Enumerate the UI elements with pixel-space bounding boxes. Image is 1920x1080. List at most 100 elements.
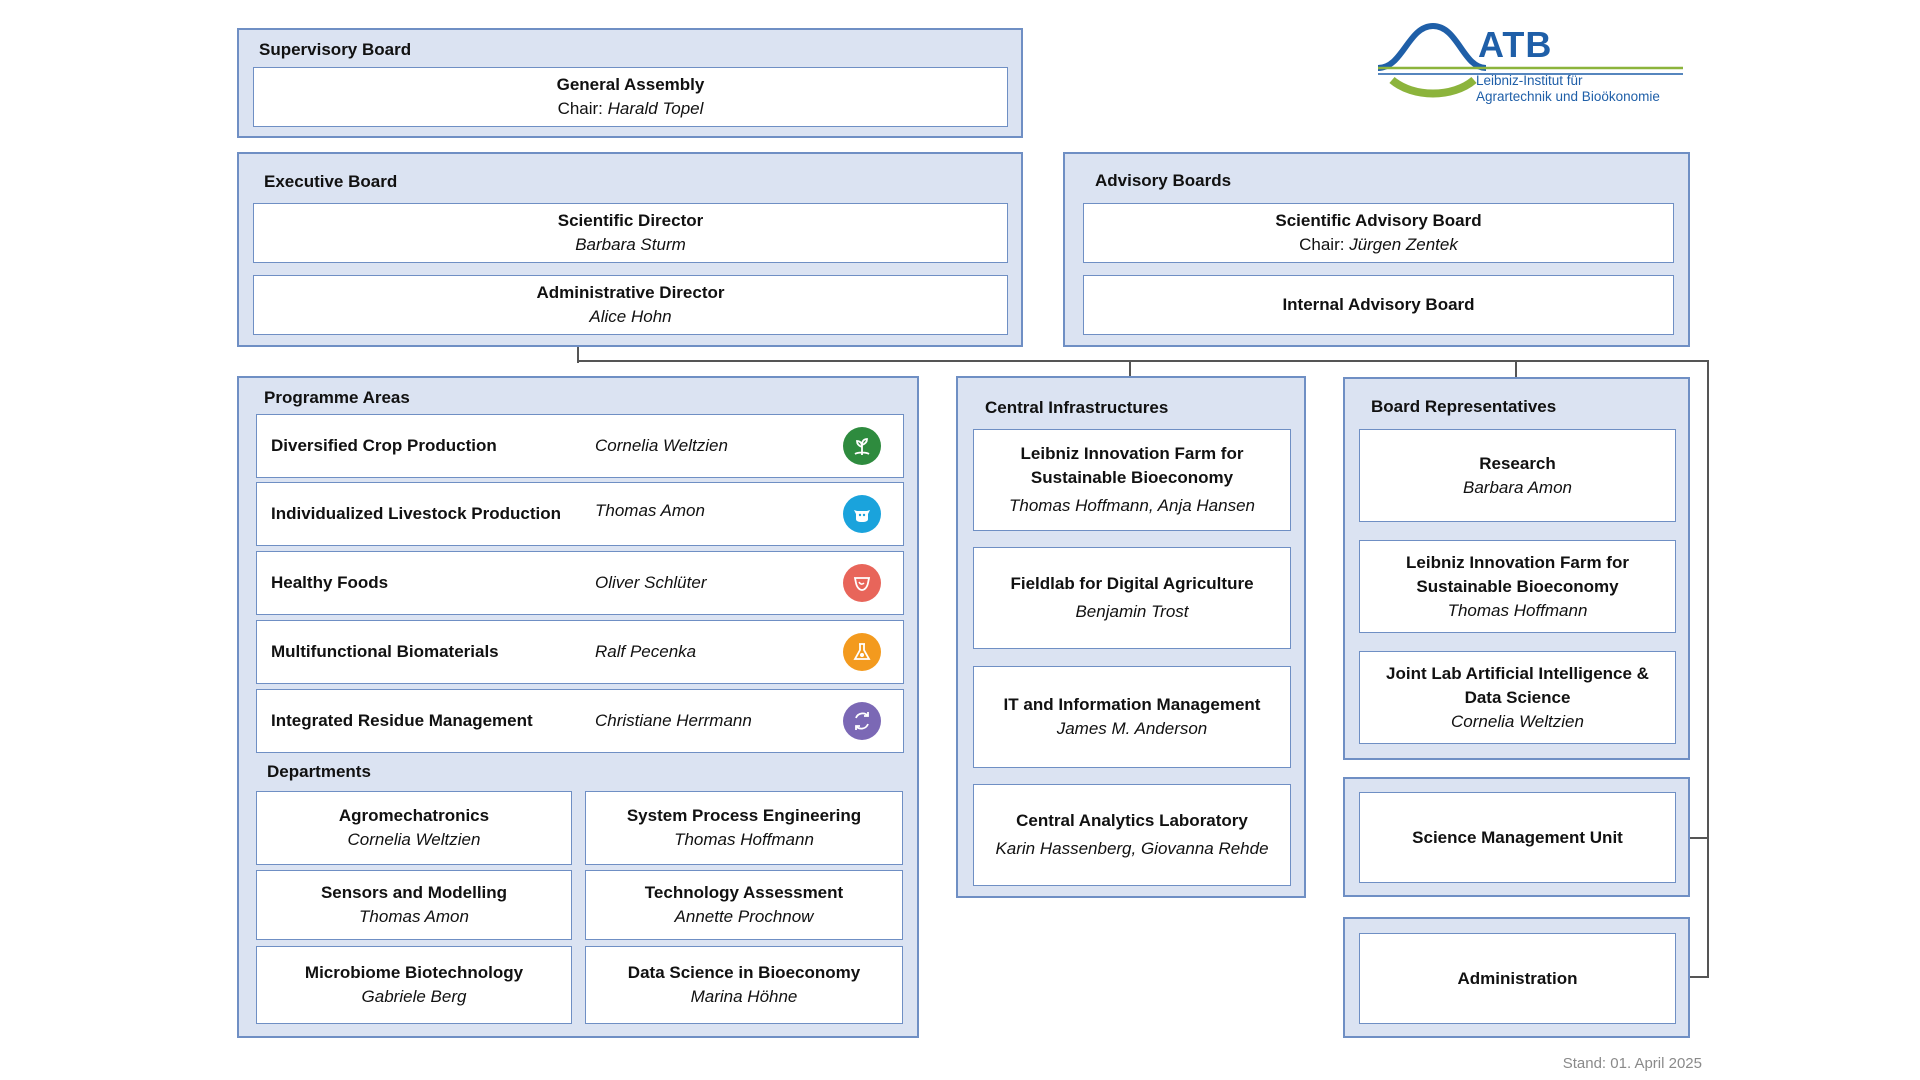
representative-card[interactable]: Joint Lab Artificial Intelligence & Data… <box>1359 651 1676 744</box>
chair-label: Chair: <box>1299 235 1350 254</box>
infrastructure-card[interactable]: Central Analytics Laboratory Karin Hasse… <box>973 784 1291 886</box>
connector-line <box>577 360 1709 362</box>
atb-logo-mark <box>1377 22 1683 98</box>
supervisory-board: Supervisory Board General Assembly Chair… <box>237 28 1023 138</box>
science-management-group: Science Management Unit <box>1343 777 1690 897</box>
biomaterials-icon <box>843 633 881 671</box>
card-title: Leibniz Innovation Farm for <box>1020 444 1244 463</box>
residue-icon <box>843 702 881 740</box>
group-title: Board Representatives <box>1371 397 1557 416</box>
department-card[interactable]: System Process Engineering Thomas Hoffma… <box>585 791 903 865</box>
chair-name: Jürgen Zentek <box>1349 235 1458 254</box>
card-title-line2: Sustainable Bioeconomy <box>1416 576 1619 596</box>
group-title: Supervisory Board <box>259 40 412 59</box>
administrative-director-card[interactable]: Administrative Director Alice Hohn <box>253 275 1008 335</box>
card-title: Fieldlab for Digital Agriculture <box>1010 574 1254 593</box>
card-person: Annette Prochnow <box>674 907 814 926</box>
scientific-advisory-board-card[interactable]: Scientific Advisory Board Chair: Jürgen … <box>1083 203 1674 263</box>
administration-group: Administration <box>1343 917 1690 1038</box>
card-title-line2: Data Science <box>1464 687 1571 707</box>
department-card[interactable]: Technology Assessment Annette Prochnow <box>585 870 903 940</box>
chair-line: Chair: Harald Topel <box>558 97 704 121</box>
representative-card[interactable]: Leibniz Innovation Farm for Sustainable … <box>1359 540 1676 633</box>
card-title: IT and Information Management <box>1003 695 1261 714</box>
infrastructure-card[interactable]: IT and Information Management James M. A… <box>973 666 1291 768</box>
card-title: Central Analytics Laboratory <box>1016 811 1248 830</box>
card-title: Technology Assessment <box>644 883 844 902</box>
card-person: James M. Anderson <box>1056 719 1208 738</box>
card-person: Marina Höhne <box>690 987 798 1006</box>
chair-name: Harald Topel <box>607 99 704 118</box>
infrastructure-card[interactable]: Fieldlab for Digital Agriculture Benjami… <box>973 547 1291 649</box>
card-title: Research <box>1479 453 1556 473</box>
card-title: Agromechatronics <box>338 806 490 825</box>
card-person: Gabriele Berg <box>361 987 467 1006</box>
food-icon <box>843 564 881 602</box>
logo-subtitle-line2: Agrartechnik und Bioökonomie <box>1476 89 1660 104</box>
chair-line: Chair: Jürgen Zentek <box>1299 233 1458 257</box>
logo-subtitle-line1: Leibniz-Institut für <box>1476 73 1583 88</box>
programme-row[interactable]: Integrated Residue Management Christiane… <box>256 689 904 753</box>
programme-person: Cornelia Weltzien <box>595 436 728 455</box>
internal-advisory-board-card[interactable]: Internal Advisory Board <box>1083 275 1674 335</box>
card-person: Cornelia Weltzien <box>347 830 481 849</box>
card-person: Benjamin Trost <box>1075 602 1189 621</box>
board-representatives: Board Representatives Research Barbara A… <box>1343 377 1690 760</box>
card-title: Sensors and Modelling <box>320 883 508 902</box>
general-assembly-card[interactable]: General Assembly Chair: Harald Topel <box>253 67 1008 127</box>
programme-name: Diversified Crop Production <box>271 436 497 455</box>
group-title: Advisory Boards <box>1095 171 1232 190</box>
science-management-card[interactable]: Science Management Unit <box>1359 792 1676 883</box>
connector-line <box>1689 976 1709 978</box>
card-person: Thomas Amon <box>359 907 469 926</box>
department-card[interactable]: Sensors and Modelling Thomas Amon <box>256 870 572 940</box>
card-person: Alice Hohn <box>589 307 672 326</box>
programme-areas: Programme Areas Diversified Crop Product… <box>237 376 919 1038</box>
logo-name: ATB <box>1478 24 1553 65</box>
central-infrastructures: Central Infrastructures Leibniz Innovati… <box>956 376 1306 898</box>
group-title: Programme Areas <box>264 388 410 407</box>
card-title: Scientific Advisory Board <box>1275 211 1482 230</box>
date-stamp: Stand: 01. April 2025 <box>1562 1055 1702 1072</box>
crop-icon <box>843 427 881 465</box>
programme-name: Healthy Foods <box>271 573 389 592</box>
department-card[interactable]: Agromechatronics Cornelia Weltzien <box>256 791 572 865</box>
livestock-icon <box>843 495 881 533</box>
department-card[interactable]: Data Science in Bioeconomy Marina Höhne <box>585 946 903 1024</box>
programme-person: Oliver Schlüter <box>595 573 707 592</box>
programme-row[interactable]: Healthy Foods Oliver Schlüter <box>256 551 904 615</box>
scientific-director-card[interactable]: Scientific Director Barbara Sturm <box>253 203 1008 263</box>
programme-person: Christiane Herrmann <box>595 711 752 730</box>
card-title: Administrative Director <box>536 283 725 302</box>
programme-row[interactable]: Diversified Crop Production Cornelia Wel… <box>256 414 904 478</box>
group-title: Central Infrastructures <box>985 398 1169 417</box>
card-title: Microbiome Biotechnology <box>304 963 524 982</box>
programme-person: Thomas Amon <box>595 501 705 520</box>
programme-person: Ralf Pecenka <box>595 642 697 661</box>
department-card[interactable]: Microbiome Biotechnology Gabriele Berg <box>256 946 572 1024</box>
card-title: Data Science in Bioeconomy <box>627 963 861 982</box>
programme-name: Individualized Livestock Production <box>271 504 561 523</box>
connector-line <box>577 346 579 363</box>
programme-name: Multifunctional Biomaterials <box>271 642 499 661</box>
card-title-line2: Sustainable Bioeconomy <box>1030 468 1234 487</box>
programme-row[interactable]: Individualized Livestock Production Thom… <box>256 482 904 546</box>
card-person: Cornelia Weltzien <box>1451 711 1584 731</box>
chair-label: Chair: <box>557 99 608 118</box>
programme-row[interactable]: Multifunctional Biomaterials Ralf Pecenk… <box>256 620 904 684</box>
card-title: Leibniz Innovation Farm for <box>1406 552 1629 572</box>
card-person: Thomas Hoffmann <box>1447 600 1588 620</box>
card-person: Thomas Hoffmann, Anja Hansen <box>1009 496 1255 515</box>
connector-line <box>1129 360 1131 377</box>
card-title: Joint Lab Artificial Intelligence & <box>1386 663 1649 683</box>
executive-board: Executive Board Scientific Director Barb… <box>237 152 1023 347</box>
administration-card[interactable]: Administration <box>1359 933 1676 1024</box>
card-person: Barbara Sturm <box>575 235 686 254</box>
representative-card[interactable]: Research Barbara Amon <box>1359 429 1676 522</box>
card-title: Administration <box>1457 968 1578 988</box>
card-person: Thomas Hoffmann <box>674 830 814 849</box>
connector-line <box>1689 837 1709 839</box>
connector-line <box>1707 360 1709 978</box>
card-title: Internal Advisory Board <box>1282 295 1475 314</box>
infrastructure-card[interactable]: Leibniz Innovation Farm for Sustainable … <box>973 429 1291 531</box>
